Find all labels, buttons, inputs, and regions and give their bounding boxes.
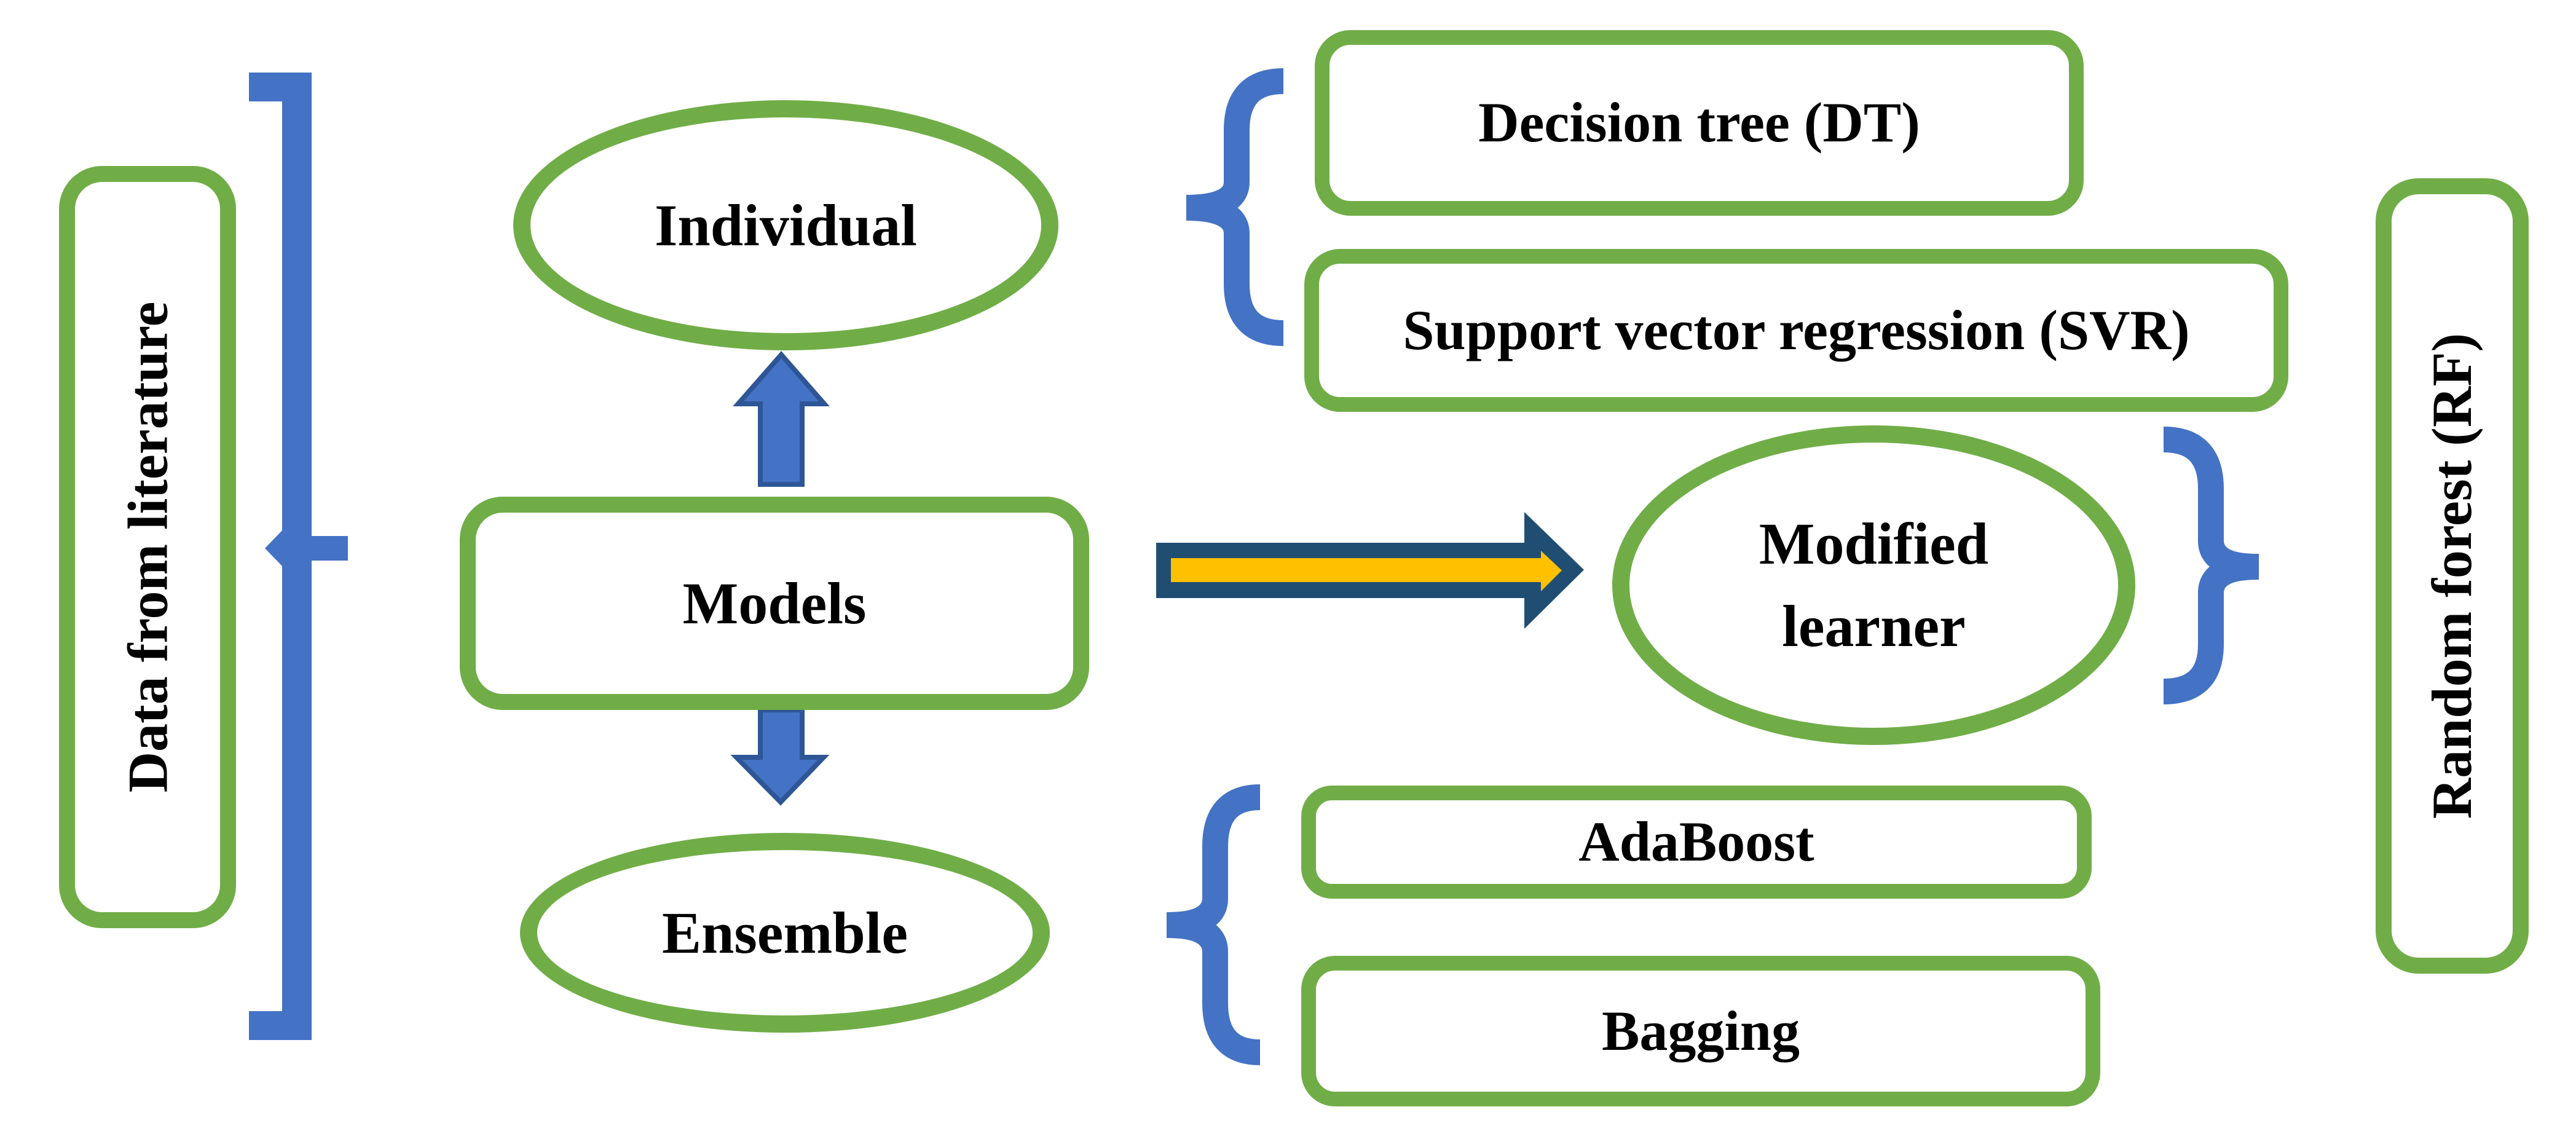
individual-methods-brace xyxy=(1186,68,1284,346)
data-group-bracket xyxy=(249,73,348,1040)
random-forest-box: Random forest (RF) xyxy=(2376,178,2529,974)
svr-box: Support vector regression (SVR) xyxy=(1304,249,2288,412)
models-to-individual-arrow xyxy=(733,350,830,487)
bagging-label: Bagging xyxy=(1601,999,1800,1062)
decision-tree-box: Decision tree (DT) xyxy=(1315,30,2084,216)
data-from-literature-label: Data from literature xyxy=(116,301,179,793)
modified-learner-brace xyxy=(2163,427,2259,704)
random-forest-label: Random forest (RF) xyxy=(2420,333,2484,819)
individual-label: Individual xyxy=(655,192,917,258)
bagging-box: Bagging xyxy=(1301,956,2100,1106)
models-label: Models xyxy=(682,570,867,636)
ensemble-methods-brace xyxy=(1166,784,1261,1065)
adaboost-box: AdaBoost xyxy=(1301,786,2092,899)
data-from-literature-box: Data from literature xyxy=(59,166,236,928)
decision-tree-label: Decision tree (DT) xyxy=(1478,91,1920,154)
models-box: Models xyxy=(460,497,1089,710)
ensemble-ellipse: Ensemble xyxy=(520,833,1050,1033)
modified-learner-label-line2: learner xyxy=(1782,593,1966,659)
modified-learner-label-line1: Modified xyxy=(1759,510,1989,577)
individual-ellipse: Individual xyxy=(513,100,1058,350)
adaboost-label: AdaBoost xyxy=(1578,810,1814,873)
ensemble-label: Ensemble xyxy=(661,899,908,966)
svr-label: Support vector regression (SVR) xyxy=(1403,298,2190,361)
models-to-modified-arrow-inner xyxy=(1171,551,1562,591)
modified-learner-ellipse: Modified learner xyxy=(1612,425,2135,745)
models-to-ensemble-arrow xyxy=(730,707,830,806)
